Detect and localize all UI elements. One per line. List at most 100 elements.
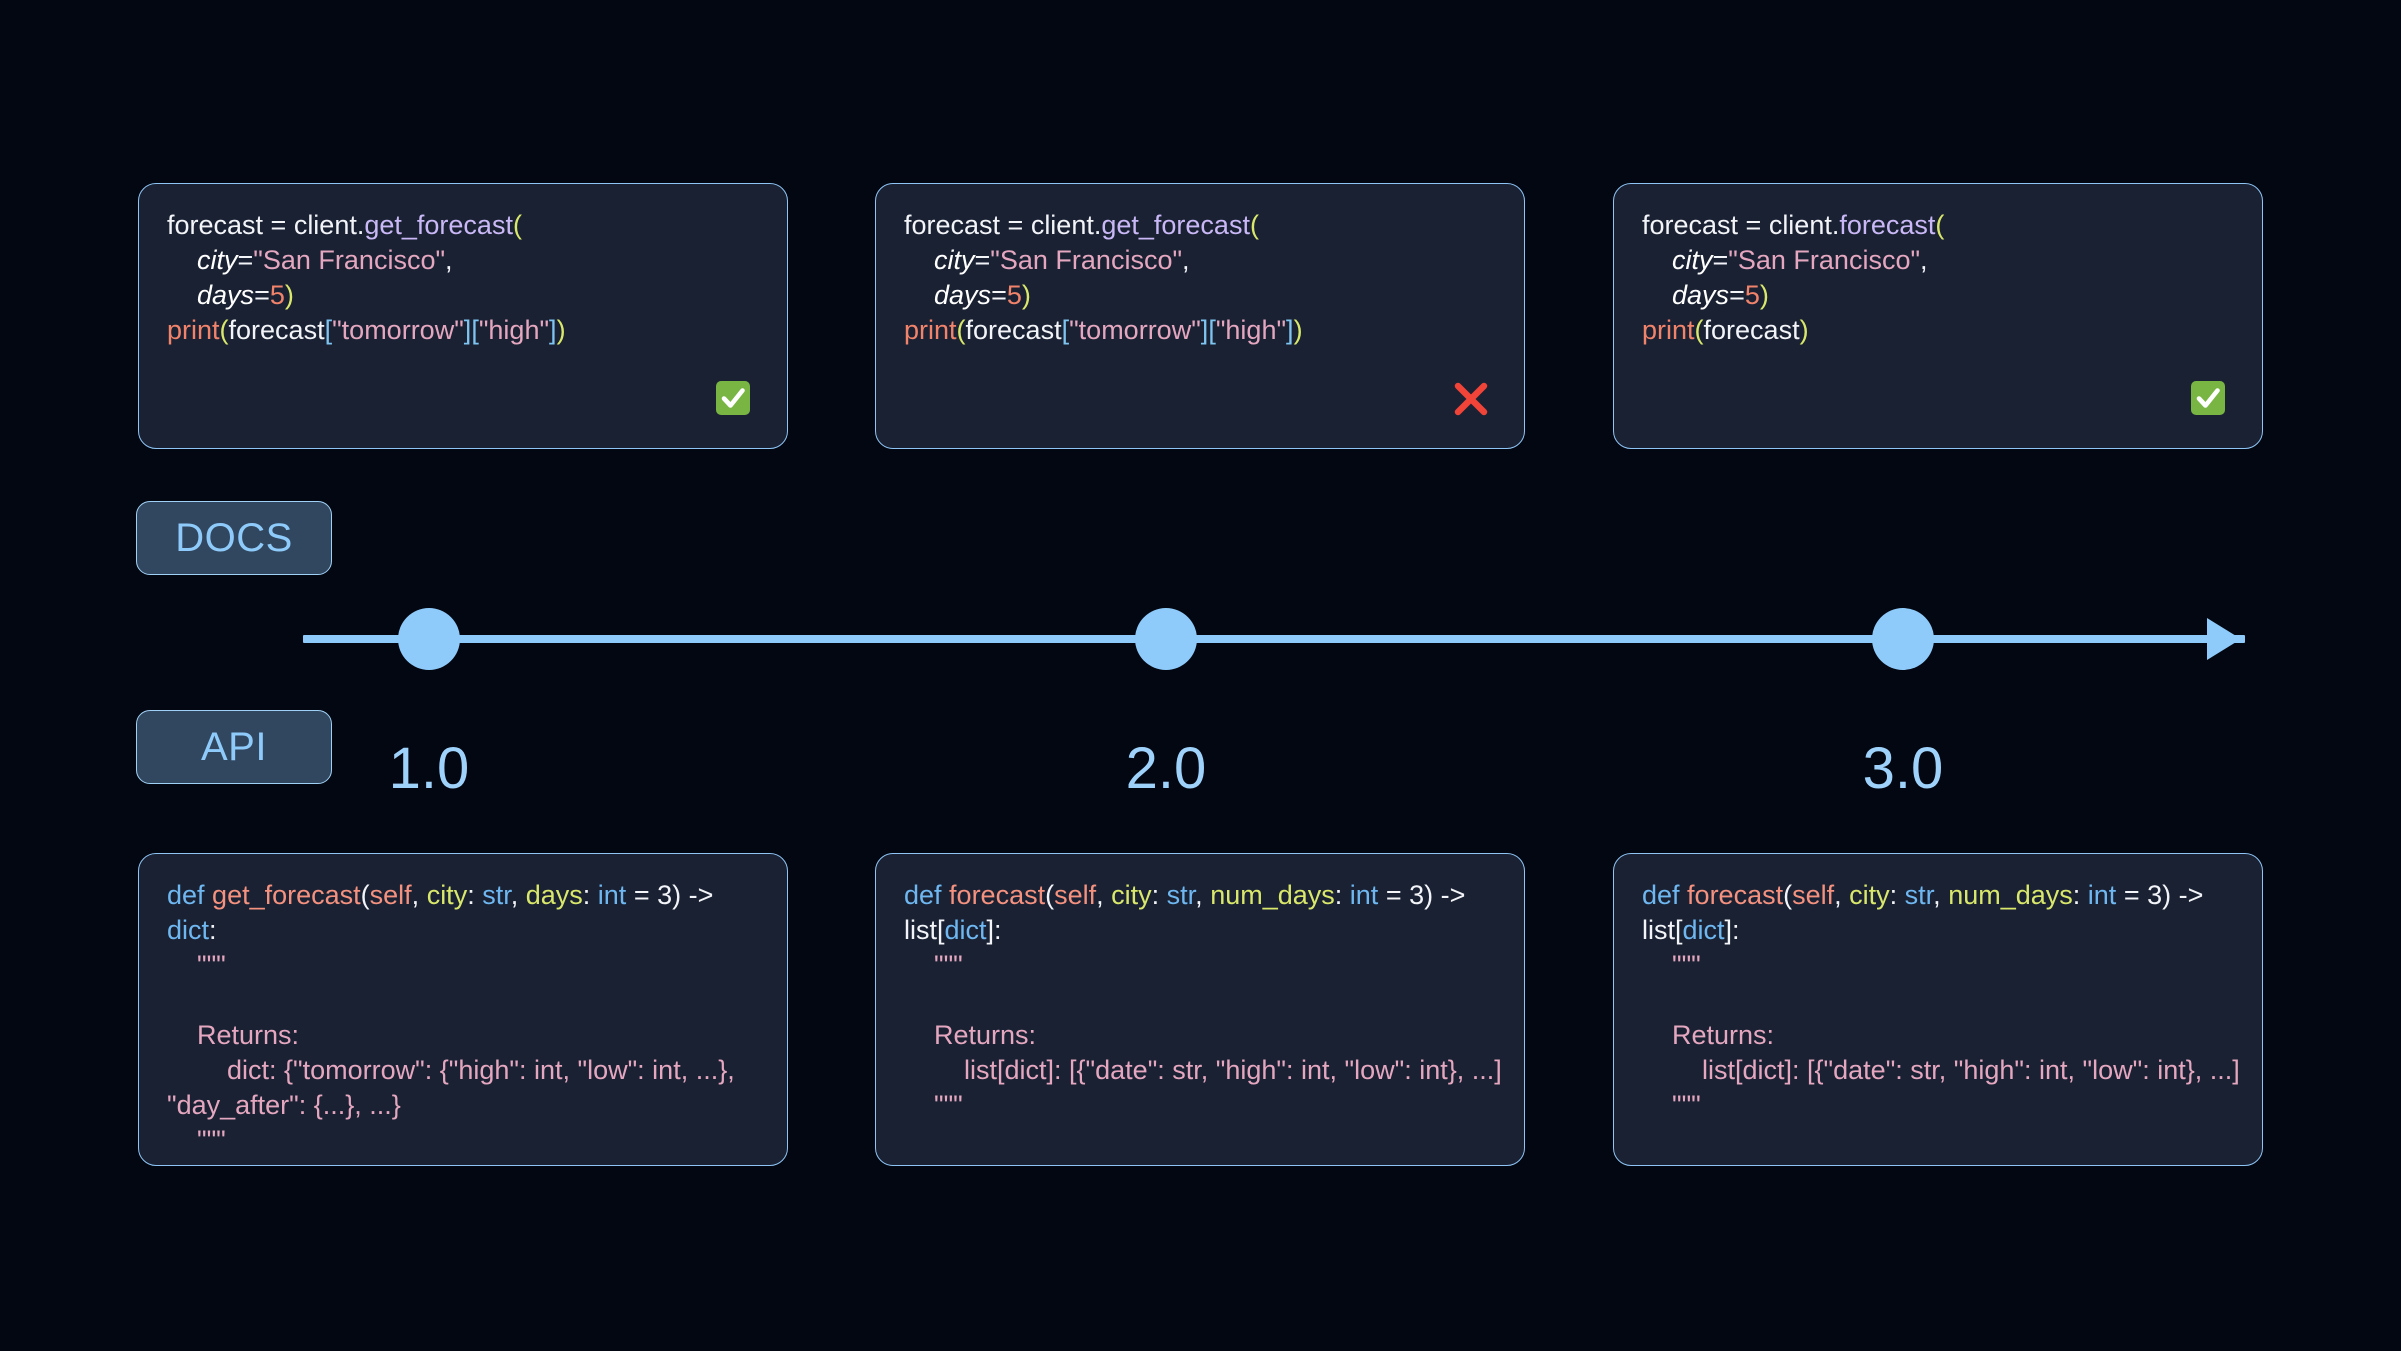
code-token: ]	[549, 315, 557, 345]
code-token: =	[991, 280, 1007, 310]
code-token: )	[1021, 280, 1031, 310]
code-token: days	[525, 880, 583, 910]
code-token: ,	[1096, 880, 1112, 910]
code-token: )	[556, 315, 566, 345]
code-token: :	[1334, 880, 1350, 910]
usage-card-1-0[interactable]: forecast = client.get_forecast( city="Sa…	[138, 183, 788, 449]
code-token: dict	[1682, 915, 1725, 945]
code-token: forecast	[965, 315, 1062, 345]
code-token: Returns:	[1642, 1020, 1775, 1050]
code-token: 5	[1006, 280, 1022, 310]
code-line: Returns:	[1642, 1018, 2242, 1053]
code-token: self	[369, 880, 412, 910]
code-token: city	[426, 880, 468, 910]
code-token: =	[1729, 280, 1745, 310]
code-token: ]	[1286, 315, 1294, 345]
code-token: list[dict]: [{"date": str, "high": int, …	[1642, 1055, 2240, 1085]
code-token: print	[167, 315, 220, 345]
lane-badge-docs[interactable]: DOCS	[136, 501, 332, 575]
usage-card-3-0[interactable]: forecast = client.forecast( city="San Fr…	[1613, 183, 2263, 449]
code-token: (	[1694, 315, 1704, 345]
code-token: ,	[445, 245, 453, 275]
timeline-label-2-0: 2.0	[1125, 736, 1207, 801]
code-token: """	[167, 950, 226, 980]
code-token: ,	[510, 880, 526, 910]
code-line: city="San Francisco",	[167, 243, 767, 278]
code-token: "San Francisco"	[1728, 245, 1921, 275]
code-line: days=5)	[167, 278, 767, 313]
code-line: print(forecast)	[1642, 313, 2242, 348]
code-line: """	[167, 948, 767, 983]
code-line: forecast = client.get_forecast(	[904, 208, 1504, 243]
code-line	[1642, 983, 2242, 1018]
code-line	[904, 983, 1504, 1018]
code-token: "tomorrow"	[1069, 315, 1201, 345]
signature-card-2-0[interactable]: def forecast(self, city: str, num_days: …	[875, 853, 1525, 1166]
code-line: forecast = client.forecast(	[1642, 208, 2242, 243]
cross-mark-icon	[1450, 378, 1494, 422]
code-token: )	[1799, 315, 1809, 345]
code-token: "high"	[478, 315, 550, 345]
code-token: (	[512, 210, 522, 240]
code-line: print(forecast["tomorrow"]["high"])	[904, 313, 1504, 348]
signature-card-3-0[interactable]: def forecast(self, city: str, num_days: …	[1613, 853, 2263, 1166]
code-line: city="San Francisco",	[904, 243, 1504, 278]
code-token: def	[904, 880, 950, 910]
code-token: :	[209, 915, 217, 945]
code-token: :	[582, 880, 598, 910]
timeline-arrowhead-icon	[2207, 618, 2241, 660]
code-token: = 3) ->	[626, 880, 721, 910]
code-token: num_days	[1948, 880, 2073, 910]
signature-code-3-0: def forecast(self, city: str, num_days: …	[1642, 878, 2242, 1123]
code-line: forecast = client.get_forecast(	[167, 208, 767, 243]
code-token: print	[904, 315, 957, 345]
code-token: )	[1293, 315, 1303, 345]
code-token: print	[1642, 315, 1695, 345]
signature-code-2-0: def forecast(self, city: str, num_days: …	[904, 878, 1504, 1123]
code-line: print(forecast["tomorrow"]["high"])	[167, 313, 767, 348]
usage-code-1-0: forecast = client.get_forecast( city="Sa…	[167, 208, 767, 348]
code-line: """	[167, 1123, 767, 1158]
code-token: [	[324, 315, 333, 345]
code-token: "tomorrow"	[332, 315, 464, 345]
code-token: dict	[167, 915, 210, 945]
lane-badge-api[interactable]: API	[136, 710, 332, 784]
usage-card-2-0[interactable]: forecast = client.get_forecast( city="Sa…	[875, 183, 1525, 449]
code-line: """	[1642, 948, 2242, 983]
code-token: city	[1849, 880, 1890, 910]
code-token: days	[904, 280, 992, 310]
code-token: :	[467, 880, 483, 910]
code-token: forecast	[1839, 210, 1936, 240]
code-token: (	[1935, 210, 1945, 240]
code-line: dict: {"tomorrow": {"high": int, "low": …	[167, 1053, 767, 1123]
code-token: days	[167, 280, 255, 310]
usage-code-2-0: forecast = client.get_forecast( city="Sa…	[904, 208, 1504, 348]
code-token: =	[237, 245, 254, 275]
code-token: (	[1249, 210, 1259, 240]
timeline-node-2-0[interactable]	[1135, 608, 1197, 670]
code-token: """	[1642, 950, 1701, 980]
code-token: ,	[1834, 880, 1850, 910]
code-token: (	[1045, 880, 1055, 910]
signature-card-1-0[interactable]: def get_forecast(self, city: str, days: …	[138, 853, 788, 1166]
code-token: dict: {"tomorrow": {"high": int, "low": …	[167, 1055, 743, 1120]
code-token: """	[167, 1125, 226, 1155]
code-token: ]:	[986, 915, 1002, 945]
code-line: def forecast(self, city: str, num_days: …	[1642, 878, 2242, 948]
code-token: ]	[463, 315, 472, 345]
timeline-node-3-0[interactable]	[1872, 608, 1934, 670]
code-token: )	[284, 280, 294, 310]
code-line: """	[904, 948, 1504, 983]
code-token: int	[597, 880, 627, 910]
code-token: :	[2072, 880, 2088, 910]
code-token: forecast	[1703, 315, 1800, 345]
timeline-node-1-0[interactable]	[398, 608, 460, 670]
code-line: days=5)	[1642, 278, 2242, 313]
code-line: days=5)	[904, 278, 1504, 313]
code-token: ]:	[1724, 915, 1740, 945]
code-token: (	[1783, 880, 1793, 910]
timeline-label-3-0: 3.0	[1862, 736, 1944, 801]
code-token: = 3) -> list[	[1642, 880, 2211, 945]
code-token: [	[1208, 315, 1216, 345]
